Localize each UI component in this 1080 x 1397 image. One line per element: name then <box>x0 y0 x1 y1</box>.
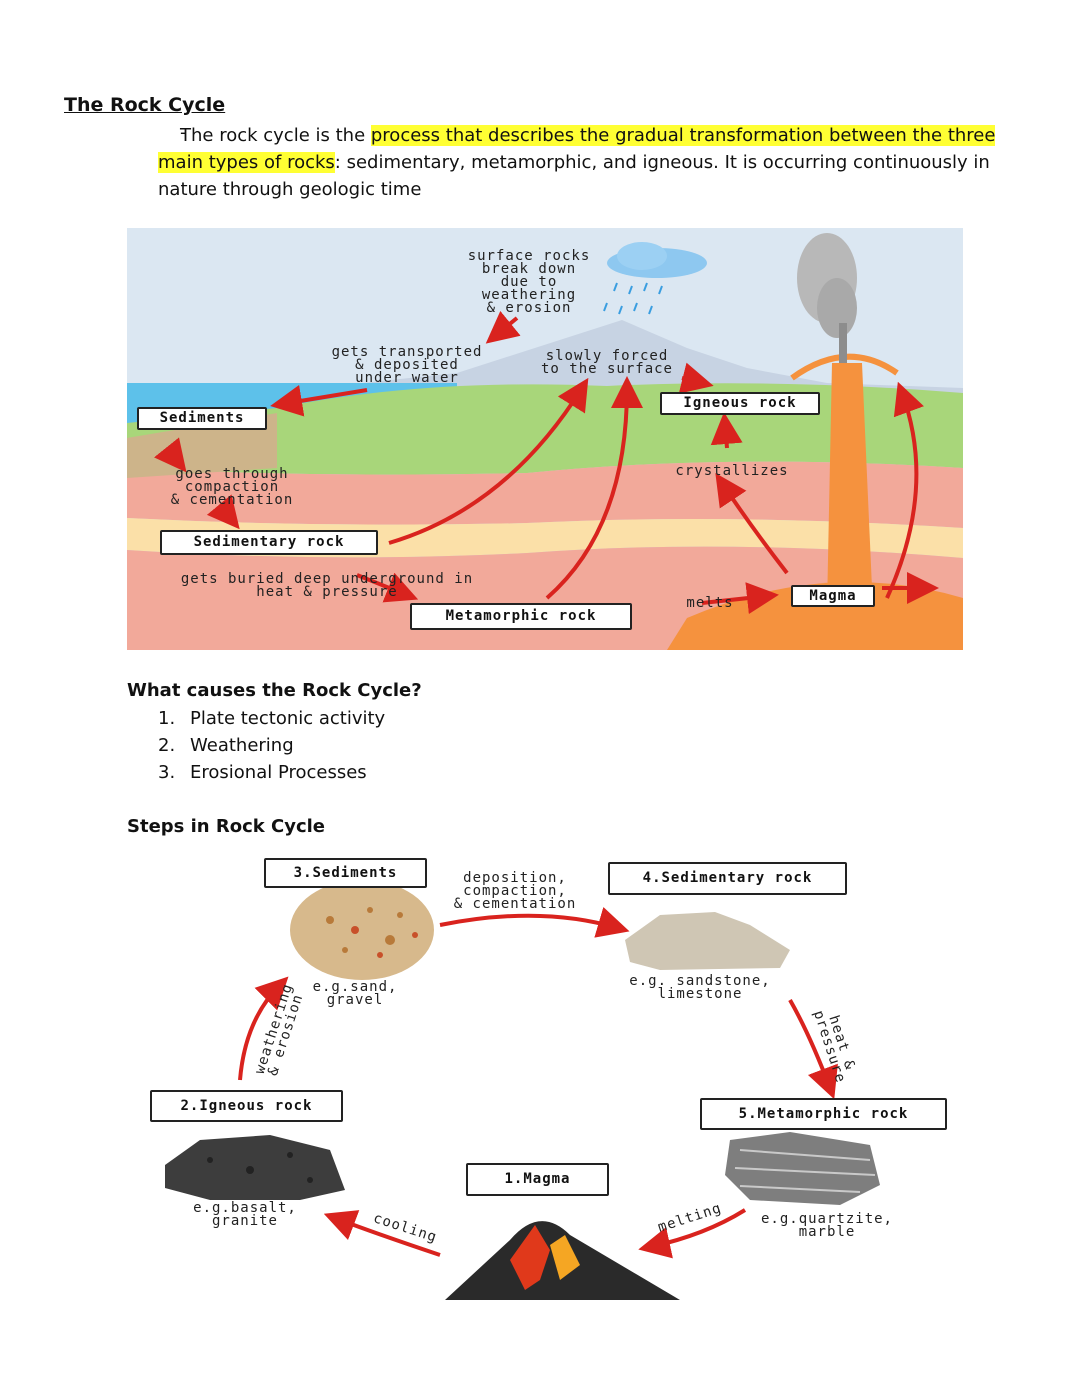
sediments-image <box>290 880 434 980</box>
intro-paragraph: The rock cycle is the process that descr… <box>158 122 1038 203</box>
list-item: 2. Weathering <box>158 732 385 759</box>
buried-label: gets buried deep underground in heat & p… <box>167 571 487 600</box>
label-line: limestone <box>657 986 743 1002</box>
step-magma-box: 1.Magma <box>466 1163 609 1196</box>
sediments-box: Sediments <box>137 407 267 430</box>
step-metamorphic-box: 5.Metamorphic rock <box>700 1098 947 1130</box>
step-sediments-box: 3.Sediments <box>264 858 427 888</box>
label-line: break down <box>481 261 577 277</box>
label-line: & cementation <box>170 492 294 508</box>
list-text: Weathering <box>190 735 294 756</box>
list-number: 3. <box>158 762 176 783</box>
steps-heading: Steps in Rock Cycle <box>127 816 326 837</box>
magma-box: Magma <box>791 585 875 607</box>
label-line: weathering <box>481 287 577 303</box>
label-line: surface rocks <box>467 248 591 264</box>
causes-list: 1. Plate tectonic activity 2. Weathering 3… <box>158 705 385 786</box>
label-line: deposition, <box>463 870 567 886</box>
compaction-label: goes through compaction & cementation <box>142 466 322 508</box>
rock-cycle-diagram: surface rocks break down due to weatheri… <box>127 228 963 650</box>
label-line: due to <box>500 274 558 290</box>
sediments-example: e.g.sand, gravel <box>300 979 410 1008</box>
igneous-rock-image <box>165 1135 345 1200</box>
label-line: compaction <box>184 479 280 495</box>
intro-pre: The rock cycle is the <box>180 125 371 146</box>
rock-cycle-illustration <box>127 228 963 650</box>
label-line: e.g.sand, <box>312 979 398 995</box>
label-line: goes through <box>175 466 289 482</box>
label-line: marble <box>798 1224 856 1240</box>
step-sedimentary-box: 4.Sedimentary rock <box>608 862 847 895</box>
causes-heading: What causes the Rock Cycle? <box>127 680 422 701</box>
deposition-label: deposition, compaction, & cementation <box>440 870 590 912</box>
forced-label: slowly forced to the surface <box>537 348 677 377</box>
steps-illustration <box>165 880 880 1300</box>
page-title: The Rock Cycle <box>64 94 226 116</box>
label-line: gravel <box>326 992 384 1008</box>
list-item: 1. Plate tectonic activity <box>158 705 385 732</box>
list-text: Erosional Processes <box>190 762 367 783</box>
igneous-example: e.g.basalt, granite <box>180 1200 310 1229</box>
list-item: 3. Erosional Processes <box>158 759 385 786</box>
label-line: gets transported <box>331 344 483 360</box>
label-line: gets buried deep underground in <box>180 571 474 587</box>
crystallizes-label: crystallizes <box>675 463 789 479</box>
label-line: to the surface <box>540 361 673 377</box>
label-line: e.g.quartzite, <box>760 1211 893 1227</box>
metamorphic-rock-box: Metamorphic rock <box>410 603 632 630</box>
label-line: & deposited <box>355 357 459 373</box>
label-line: heat & pressure <box>256 584 398 600</box>
label-line: slowly forced <box>545 348 669 364</box>
label-line: & cementation <box>453 896 577 912</box>
melts-label: melts <box>686 595 734 611</box>
sedimentary-rock-image <box>625 912 790 970</box>
igneous-rock-box: Igneous rock <box>660 392 820 415</box>
label-line: & erosion <box>486 300 572 316</box>
label-line: granite <box>211 1213 278 1229</box>
intro-dash: - <box>180 122 187 143</box>
list-number: 2. <box>158 735 176 756</box>
sedimentary-rock-box: Sedimentary rock <box>160 530 378 555</box>
surface-break-label: surface rocks break down due to weatheri… <box>449 248 609 316</box>
label-line: compaction, <box>463 883 567 899</box>
steps-diagram: 3.Sediments e.g.sand, gravel deposition,… <box>140 850 960 1310</box>
metamorphic-example: e.g.quartzite, marble <box>752 1211 902 1240</box>
intro-post: : sedimentary, metamorphic, and igneous.… <box>158 152 990 200</box>
intro-highlight-2: main types of rocks <box>158 152 335 173</box>
list-text: Plate tectonic activity <box>190 708 386 729</box>
intro-highlight-1: process that describes the gradual trans… <box>370 125 996 146</box>
sedimentary-example: e.g. sandstone, limestone <box>620 973 780 1002</box>
label-line: e.g. sandstone, <box>629 973 771 989</box>
list-number: 1. <box>158 708 176 729</box>
label-line: under water <box>355 370 459 386</box>
step-igneous-box: 2.Igneous rock <box>150 1090 343 1122</box>
transported-label: gets transported & deposited under water <box>322 344 492 386</box>
label-line: e.g.basalt, <box>193 1200 297 1216</box>
